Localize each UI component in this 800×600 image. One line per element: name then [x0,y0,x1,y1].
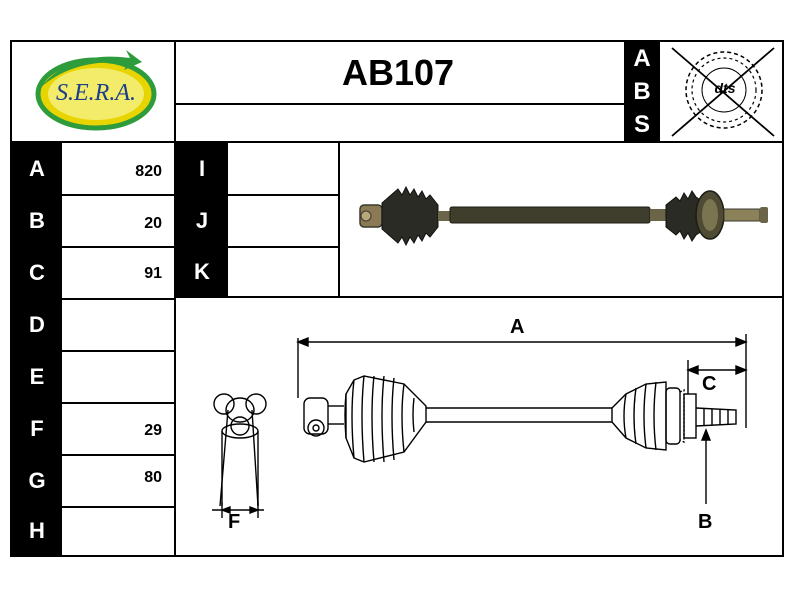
drive-shaft-photo-icon [359,185,768,247]
row-divider [62,298,174,300]
divider-abs-left [624,40,626,143]
brand-logo: S.E.R.A. [30,48,162,136]
divider-upper-lower [174,296,784,298]
spec-value-f: 29 [144,422,162,439]
spec-value-c: 91 [144,265,162,282]
dimension-b-line [700,428,712,504]
dimension-c-label: C [702,373,717,395]
product-photo [342,145,782,295]
spec-label-b: B [12,195,62,247]
abs-ring-graphic: dts [662,42,782,141]
divider-left-column [174,141,176,557]
row-divider [228,194,338,196]
part-number-title: AB107 [341,52,455,93]
spec-label-j: J [176,195,228,247]
dimension-a-label: A [510,316,525,338]
outer-boot-drawing [611,381,667,451]
abs-letter-column [626,42,658,141]
divider-abs-right [658,40,660,143]
spec-label-d: D [12,299,62,351]
dimension-c-line [686,360,748,394]
spec-value-g: 80 [144,469,162,486]
abs-letter-b: B [633,77,651,105]
row-divider [62,506,174,508]
spec-label-e: E [12,351,62,403]
spec-label-g: G [12,455,62,507]
spec-label-c: C [12,247,62,299]
spec-label-a: A [12,143,62,195]
abs-ring-icon [671,47,775,137]
abs-letter-s: S [633,110,650,138]
spec-value-a: 820 [135,163,162,180]
outer-joint-drawing [665,387,737,445]
spec-label-f: F [12,403,62,455]
row-divider [62,402,174,404]
row-divider [62,350,174,352]
dimension-b-label: B [698,511,713,533]
spec-sheet-frame [10,40,784,557]
row-divider [62,194,174,196]
dimension-f-line [212,502,264,518]
divider-header [10,141,784,143]
dimension-a-line [296,334,748,428]
abs-brand-label: dts [714,80,736,96]
abs-letter-a: A [633,44,651,72]
spec-label-h: H [12,507,62,555]
sera-logo-icon [35,50,157,131]
shaft-drawing [426,407,612,423]
row-divider [228,246,338,248]
dimension-f-label: F [228,511,241,533]
spec-value-b: 20 [144,215,162,232]
spec-label-k: K [176,247,228,297]
tripod-joint-drawing [213,393,267,507]
row-divider [62,454,174,456]
drive-shaft-drawing-icon [212,334,748,518]
divider-logo [174,40,176,143]
row-divider [62,246,174,248]
brand-name: S.E.R.A. [56,80,136,106]
technical-drawing: A C F B [176,298,782,555]
inner-joint-drawing [303,397,344,437]
inner-boot-drawing [344,375,427,463]
spec-label-i: I [176,143,228,195]
divider-title [174,103,624,105]
divider-mid-column [338,141,340,298]
